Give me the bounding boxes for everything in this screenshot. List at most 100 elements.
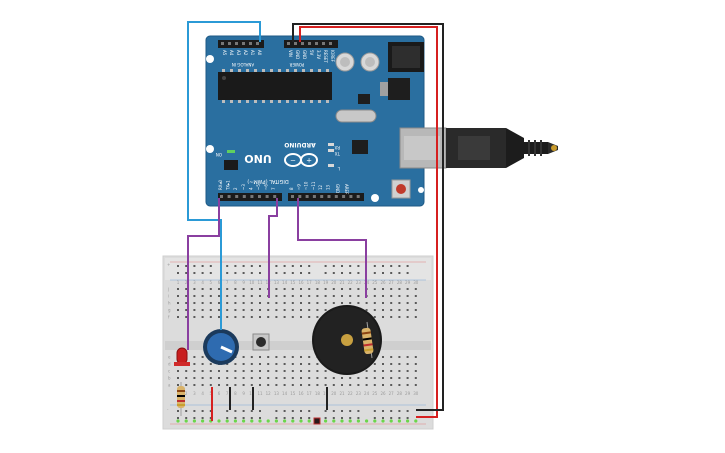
aref-label: AREF xyxy=(344,184,349,195)
column-number: 7 xyxy=(226,391,229,396)
digital-pin-label: ~11 xyxy=(311,181,316,190)
breadboard-hole xyxy=(234,316,237,318)
breadboard-hole xyxy=(275,356,278,358)
breadboard-hole xyxy=(218,302,220,304)
header-pin xyxy=(228,42,231,45)
piezo-buzzer[interactable] xyxy=(312,305,382,375)
rail-hole xyxy=(185,265,188,267)
rail-hole xyxy=(226,265,229,267)
breadboard-hole xyxy=(283,309,286,311)
breadboard-hole xyxy=(382,384,384,386)
column-number: 8 xyxy=(234,391,237,396)
breadboard-hole xyxy=(341,302,343,304)
resistor-buzzer[interactable] xyxy=(361,321,374,359)
column-number: 9 xyxy=(242,391,245,396)
column-number: 20 xyxy=(331,391,337,396)
chip-leg xyxy=(254,69,257,72)
rail-hole xyxy=(250,417,253,419)
tx-label: TX xyxy=(335,151,341,156)
breadboard-hole xyxy=(357,384,360,386)
column-number: 21 xyxy=(339,391,345,396)
analog-header[interactable] xyxy=(218,40,264,48)
breadboard-hole xyxy=(332,384,335,386)
breadboard-hole xyxy=(218,309,220,311)
breadboard-hole xyxy=(201,384,204,386)
breadboard-hole xyxy=(234,288,237,290)
rail-hole xyxy=(275,417,278,419)
breadboard-hole xyxy=(259,356,261,358)
digital-header-low[interactable] xyxy=(218,193,282,201)
breadboard-hole xyxy=(283,316,286,318)
digital-header-high[interactable] xyxy=(288,193,364,201)
breadboard-hole xyxy=(185,316,188,318)
breadboard-hole xyxy=(193,370,196,372)
row-letter: c xyxy=(168,369,170,374)
breadboard-hole xyxy=(275,377,278,379)
breadboard-hole xyxy=(193,295,196,297)
breadboard-hole xyxy=(398,316,401,318)
rail-marker-dot xyxy=(274,419,278,423)
chip-leg xyxy=(310,100,313,103)
breadboard-hole xyxy=(218,288,220,290)
breadboard-hole xyxy=(332,288,335,290)
breadboard-hole xyxy=(308,309,311,311)
red-led[interactable] xyxy=(174,347,190,366)
breadboard-hole xyxy=(316,295,319,297)
breadboard-hole xyxy=(300,363,302,365)
wire-button-purple[interactable] xyxy=(268,198,278,298)
rail-marker-dot xyxy=(291,419,295,423)
rail-hole xyxy=(324,417,327,419)
column-number: 17 xyxy=(307,280,313,285)
breadboard-hole xyxy=(390,302,393,304)
rail-hole xyxy=(291,410,294,412)
breadboard-hole xyxy=(308,356,311,358)
header-pin xyxy=(322,42,325,45)
rail-marker-dot xyxy=(365,419,369,423)
rail-hole xyxy=(300,272,302,274)
breadboard-hole xyxy=(218,316,220,318)
wire-buzzer-purple[interactable] xyxy=(297,198,367,298)
rail-hole xyxy=(226,272,229,274)
wire-a0-blue[interactable] xyxy=(187,21,261,330)
breadboard-hole xyxy=(316,302,319,304)
mounting-hole xyxy=(206,145,214,153)
rail-minus-label: - xyxy=(167,407,169,412)
column-number: 19 xyxy=(323,391,329,396)
breadboard-hole xyxy=(226,302,229,304)
wire-led-purple[interactable] xyxy=(187,198,220,350)
wire-gnd-black[interactable] xyxy=(292,23,444,411)
usb-cable[interactable] xyxy=(446,128,558,168)
breadboard-hole xyxy=(406,302,409,304)
wire-5v-red[interactable] xyxy=(299,26,438,418)
breadboard-hole xyxy=(316,309,319,311)
potentiometer[interactable] xyxy=(203,329,239,365)
breadboard-hole xyxy=(177,377,179,379)
rail-hole xyxy=(332,265,335,267)
breadboard-hole xyxy=(250,309,253,311)
breadboard-hole xyxy=(382,370,384,372)
breadboard-hole xyxy=(267,316,270,318)
breadboard-hole xyxy=(291,377,294,379)
pushbutton[interactable] xyxy=(252,333,270,351)
chip-leg xyxy=(326,100,329,103)
small-chip xyxy=(358,94,370,104)
row-letter: a xyxy=(168,383,171,388)
chip-leg xyxy=(230,100,233,103)
breadboard-hole xyxy=(398,288,401,290)
breadboard-hole xyxy=(193,384,196,386)
breadboard-hole xyxy=(308,316,311,318)
breadboard-hole xyxy=(250,295,253,297)
rail-hole xyxy=(234,265,237,267)
breadboard-hole xyxy=(414,316,417,318)
breadboard-hole xyxy=(177,384,179,386)
breadboard-hole xyxy=(349,377,352,379)
breadboard-hole xyxy=(242,384,245,386)
rail-hole xyxy=(177,410,179,412)
reset-button[interactable] xyxy=(391,179,411,199)
resistor-led[interactable] xyxy=(177,382,185,416)
header-pin xyxy=(242,195,246,198)
breadboard-hole xyxy=(259,288,261,290)
row-letter: i xyxy=(168,294,169,299)
